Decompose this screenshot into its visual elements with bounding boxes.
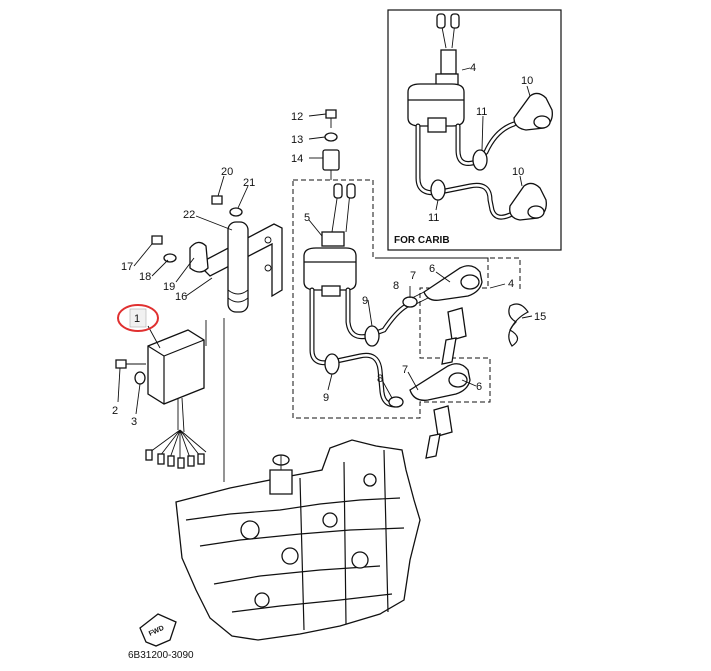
condenser-22: [227, 221, 249, 313]
callout-12: 12: [291, 111, 303, 123]
callout-11-upper: 11: [476, 106, 487, 118]
callout-6-lower: 6: [476, 381, 482, 393]
callout-6-upper: 6: [429, 263, 435, 275]
callout-11-lower: 11: [428, 212, 439, 224]
leader-lines: [117, 113, 533, 415]
callout-13: 13: [291, 134, 303, 146]
engine-block: [175, 439, 421, 641]
callout-19: 19: [163, 281, 175, 293]
callout-3: 3: [131, 416, 137, 428]
cdi-wire-harness: [145, 429, 207, 469]
callout-4: 4: [508, 278, 514, 290]
callout-numbers: 1 2 3 4 4 5 6 6 7 7 8 8 9 9 10 10 11 11 …: [112, 62, 546, 428]
callout-7-upper: 7: [410, 270, 416, 282]
callout-15: 15: [534, 311, 546, 323]
inset-high-tension-cords: [415, 121, 517, 220]
inset-ignition-coil: [407, 13, 465, 133]
callout-17: 17: [121, 261, 133, 273]
clips: [388, 296, 418, 408]
ignition-coil: [303, 183, 357, 297]
callout-9-lower: 9: [323, 392, 329, 404]
coil-assembly-dashed-group: [292, 179, 491, 419]
callout-21: 21: [243, 177, 255, 189]
grommet-9b: [324, 353, 340, 375]
callout-8-lower: 8: [377, 373, 383, 385]
fwd-arrow: FWD: [139, 613, 177, 647]
inset-for-carib: [387, 9, 562, 251]
cdi-unit: [115, 329, 207, 469]
callout-22: 22: [183, 209, 195, 221]
grommet-9a: [364, 325, 380, 347]
callout-10-upper: 10: [521, 75, 533, 87]
inset-frame: [387, 9, 562, 251]
callout-5: 5: [304, 212, 310, 224]
callout-20: 20: [221, 166, 233, 178]
callout-9-upper: 9: [362, 295, 368, 307]
callout-1-highlight-ring: [117, 304, 159, 332]
dashed-link-4: [378, 257, 521, 290]
callout-4-inset: 4: [470, 62, 476, 74]
inset-title: FOR CARIB: [394, 235, 450, 246]
clamp-19: [189, 241, 209, 273]
callout-2: 2: [112, 405, 118, 417]
bracket-assembly: [151, 195, 283, 313]
bolt-washer-stack: [322, 109, 340, 180]
inset-plug-cap-lower: [509, 182, 547, 221]
spark-plug-cap-lower: [409, 363, 471, 401]
high-tension-cords: [309, 287, 409, 408]
mounting-leaders: [205, 318, 225, 482]
inset-grommet-11a: [472, 149, 488, 171]
spark-plug-cap-upper: [411, 265, 483, 305]
callout-16: 16: [175, 291, 187, 303]
callout-18: 18: [139, 271, 151, 283]
callout-1-box: [129, 308, 147, 328]
callout-14: 14: [291, 153, 303, 165]
wire-clip-15: [508, 303, 529, 347]
callout-1: 1: [134, 313, 140, 325]
drawing-code: 6B31200-3090: [128, 650, 194, 661]
inset-grommet-11b: [430, 179, 446, 201]
inset-plug-cap-upper: [513, 92, 553, 131]
spark-plugs: [425, 307, 467, 459]
callout-10-lower: 10: [512, 166, 524, 178]
callout-7-lower: 7: [402, 364, 408, 376]
crankshaft-end: [269, 469, 293, 495]
callout-8-upper: 8: [393, 280, 399, 292]
